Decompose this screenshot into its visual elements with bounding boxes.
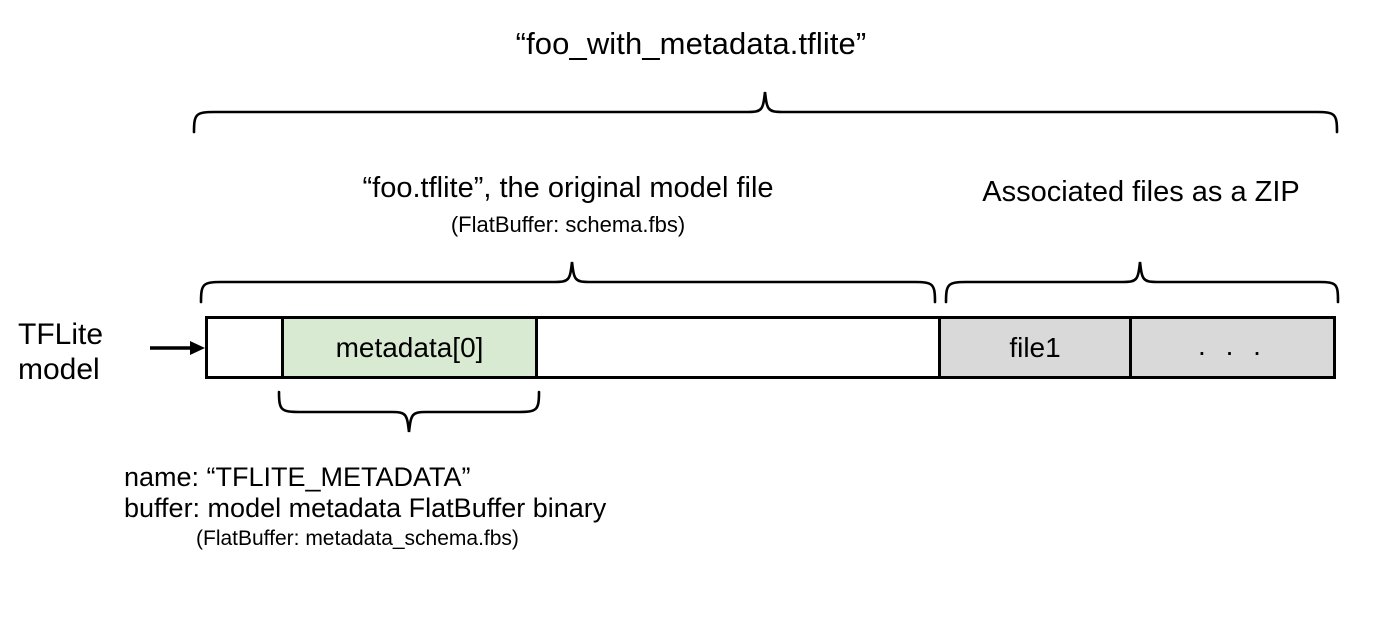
- section-label-original-model: “foo.tflite”, the original model file: [362, 172, 774, 204]
- model-layout-bar: metadata[0] file1 . . .: [205, 316, 1336, 379]
- ellipsis-icon: . . .: [1198, 329, 1267, 361]
- source-label-line2: model: [18, 352, 100, 386]
- brace-original-model: [199, 261, 937, 304]
- bar-cell-body: [538, 319, 938, 376]
- source-label: TFLite model: [18, 318, 148, 387]
- metadata-detail-caption: name: “TFLITE_METADATA” buffer: model me…: [124, 462, 884, 551]
- diagram-title: “foo_with_metadata.tflite”: [515, 26, 867, 61]
- bar-cell-head: [208, 319, 281, 376]
- metadata-detail-buffer: buffer: model metadata FlatBuffer binary: [124, 493, 607, 524]
- section-sublabel-original-model: (FlatBuffer: schema.fbs): [450, 212, 686, 237]
- section-label-associated-files: Associated files as a ZIP: [982, 176, 1300, 208]
- bar-cell-file1: file1: [938, 319, 1132, 376]
- bar-cell-metadata: metadata[0]: [281, 319, 538, 376]
- brace-whole-file: [192, 91, 1339, 134]
- bar-cell-more: . . .: [1132, 319, 1333, 376]
- source-label-line1: TFLite: [18, 318, 104, 351]
- model-arrow: [150, 341, 205, 355]
- metadata-detail-schema: (FlatBuffer: metadata_schema.fbs): [196, 527, 519, 551]
- brace-metadata-detail: [277, 390, 541, 433]
- metadata-detail-name: name: “TFLITE_METADATA”: [124, 462, 471, 492]
- brace-associated-files: [944, 261, 1340, 304]
